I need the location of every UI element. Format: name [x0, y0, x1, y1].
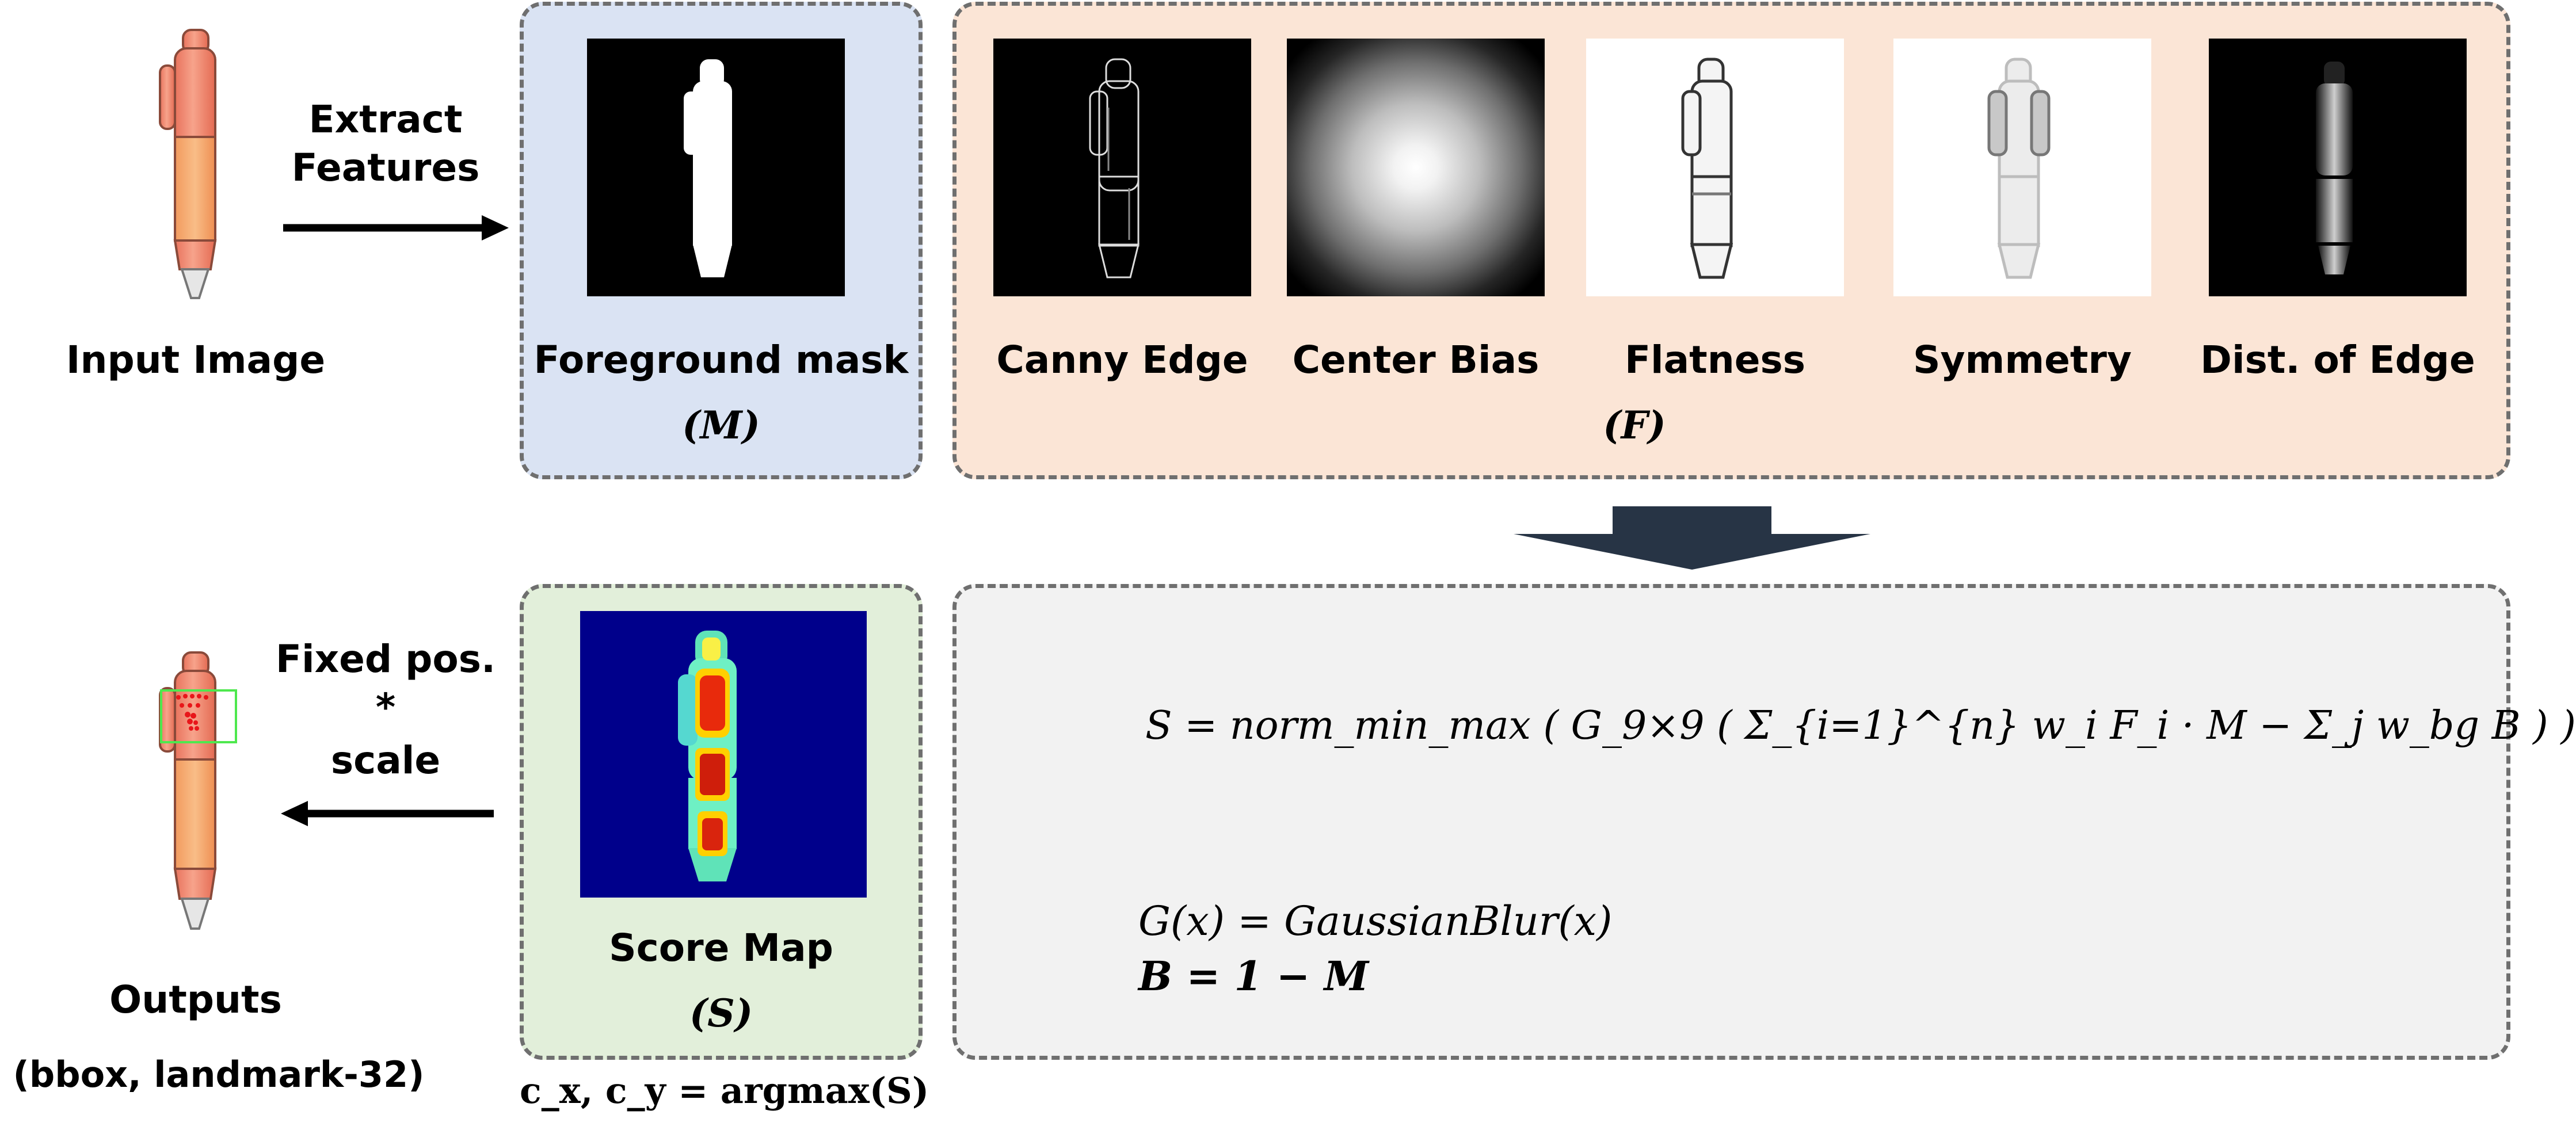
score-map-symbol: (S)	[689, 991, 753, 1036]
foreground-mask-symbol: (M)	[682, 403, 760, 448]
fixed-pos-line1: Fixed pos.	[275, 637, 496, 681]
foreground-mask-image	[587, 39, 845, 296]
input-image-label: Input Image	[66, 338, 326, 382]
dist-of-edge-image	[2209, 39, 2467, 296]
argmax-formula: c_x, c_y = argmax(S)	[520, 1070, 929, 1112]
down-arrow	[1514, 506, 1870, 570]
features-symbol: (F)	[1603, 403, 1666, 448]
dist-of-edge-label: Dist. of Edge	[2200, 338, 2475, 382]
extract-features-arrow	[283, 211, 513, 245]
fixed-pos-line3: scale	[330, 738, 441, 782]
outputs-sublabel: (bbox, landmark-32)	[13, 1053, 425, 1095]
symmetry-image	[1893, 39, 2151, 296]
fixed-pos-arrow	[281, 796, 494, 831]
extract-features-line2: Features	[291, 146, 480, 190]
canny-edge-image	[993, 39, 1251, 296]
main-formula: S = norm_min_max ( G_9×9 ( Σ_{i=1}^{n} w…	[1145, 703, 2576, 749]
background-definition: B = 1 − M	[1138, 952, 1369, 1000]
gaussian-definition: G(x) = GaussianBlur(x)	[1138, 898, 1613, 945]
center-bias-label: Center Bias	[1292, 338, 1539, 382]
flatness-label: Flatness	[1624, 338, 1806, 382]
symmetry-label: Symmetry	[1913, 338, 2132, 382]
outputs-label: Outputs	[109, 978, 282, 1022]
score-map-label: Score Map	[609, 926, 833, 970]
score-map-image	[580, 611, 867, 898]
foreground-mask-label: Foreground mask	[534, 338, 909, 382]
center-bias-image	[1287, 39, 1545, 296]
extract-features-line1: Extract	[308, 97, 463, 142]
canny-edge-label: Canny Edge	[996, 338, 1248, 382]
input-image	[155, 28, 230, 310]
formula-panel	[952, 584, 2510, 1060]
output-image	[155, 650, 242, 949]
fixed-pos-line2: *	[375, 685, 396, 730]
flatness-image	[1586, 39, 1844, 296]
